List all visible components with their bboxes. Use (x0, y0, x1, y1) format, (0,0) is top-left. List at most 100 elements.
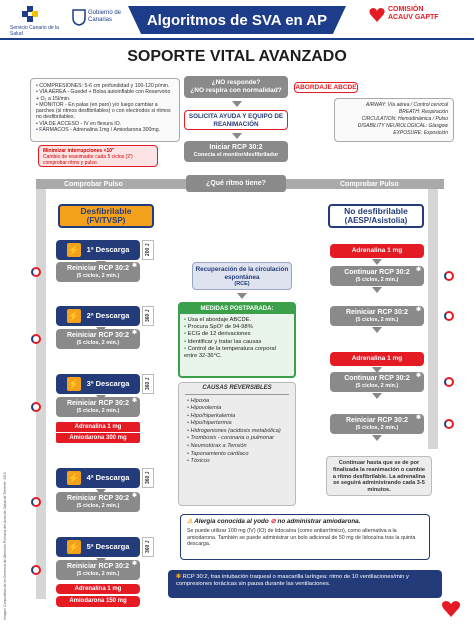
lightning-icon: ⚡ (66, 243, 81, 257)
drug-amiodarone: Amiodarona 150 mg (56, 596, 140, 607)
post-arrest-item: • Identificar y tratar las causas (184, 339, 290, 346)
cause-item-text: Taponamiento cardiaco (190, 450, 249, 457)
post-arrest-list: • Usa el abordaje ABCDE.• Procura SpO² d… (180, 314, 294, 363)
bullet-icon: • (184, 324, 188, 331)
abcde-item: EXPOSURE: Exposición (393, 130, 448, 136)
cycle-icon (444, 271, 454, 281)
post-arrest-item-text: Procura SpO² de 94-98% (187, 324, 253, 331)
left-info-item: MONITOR - En palas (en paro) y/o luego c… (36, 102, 174, 121)
ns-rcp-title: Reiniciar RCP 30:2 (345, 309, 409, 316)
shock-label: 3ª Descarga (86, 379, 130, 389)
bullet-icon: • (187, 405, 191, 412)
causes-box: CAUSAS REVERSIBLES • Hipoxia• Hipovolemi… (178, 382, 296, 506)
cycle-icon (31, 565, 41, 575)
allergy-text: Se puede utilizar 100 mg (IV) (IO) de li… (187, 528, 416, 547)
rcp-sub: (5 ciclos, 2 min.) (76, 340, 120, 346)
shock-label: 2ª Descarga (86, 311, 130, 321)
cycle-icon (31, 267, 41, 277)
page-title: Algoritmos de SVA en AP (128, 6, 346, 34)
allergy-box: ⚠ Alergia conocida al yodo ⊘ no administ… (180, 514, 430, 560)
abcde-box: ABORDAJE ABCDE (294, 82, 358, 93)
star-icon: ✱ (415, 415, 421, 421)
check-pulse-left: Comprobar Pulso (64, 181, 123, 188)
rcp-title: Reiniciar RCP 30:2 (66, 563, 130, 570)
check-pulse-right: Comprobar Pulso (340, 181, 399, 188)
ns-rcp-sub: (5 ciclos, 2 min.) (355, 425, 399, 431)
cause-item-text: Neumotórax a Tensión (190, 443, 247, 450)
ns-rcp-box: Continuar RCP 30:2(5 ciclos, 2 min.)✱ (330, 372, 424, 392)
cause-item: • Hipo/hiperkalemia (187, 413, 287, 421)
ns-rcp-sub: (5 ciclos, 2 min.) (355, 277, 399, 283)
shock-button: ⚡4ª Descarga (56, 468, 140, 488)
cycle-icon (31, 334, 41, 344)
footnote-box: ✱ RCP 30:2, tras intubación traqueal o m… (168, 570, 442, 598)
energy-tag: 360 J (142, 374, 154, 394)
ns-rcp-box: Reiniciar RCP 30:2(5 ciclos, 2 min.)✱ (330, 306, 424, 326)
cycle-icon (31, 497, 41, 507)
energy-tag: 360 J (142, 537, 154, 557)
cause-item-text: Hipovolemia (190, 405, 222, 412)
arrow-down-icon (372, 327, 382, 333)
star-icon: ✱ (131, 330, 137, 336)
shock-button: ⚡5ª Descarga (56, 537, 140, 557)
shock-button: ⚡ 1ª Descarga (56, 240, 140, 260)
shock-label: 1ª Descarga (86, 245, 130, 255)
ns-rcp-sub: (5 ciclos, 2 min.) (355, 317, 399, 323)
rcp-box: Reiniciar RCP 30:2(5 ciclos, 2 min.) ✱ (56, 329, 140, 349)
bullet-icon: • (187, 458, 191, 465)
shock-label: 4ª Descarga (86, 473, 130, 483)
crest-icon (72, 8, 86, 26)
cause-item-text: Hipoxia (190, 397, 210, 404)
non-shockable-box: No desfibrilable (AESP/Asistolia) (328, 204, 424, 228)
rcp-box: Reiniciar RCP 30:2(5 ciclos, 2 min.)✱ (56, 262, 140, 282)
warning-box: Minimizar interrupciones <10'' Cambio de… (38, 145, 158, 167)
post-arrest-item: • Usa el abordaje ABCDE. (184, 317, 290, 324)
allergy-title-row: ⚠ Alergia conocida al yodo ⊘ no administ… (187, 518, 423, 526)
cycle-icon (444, 419, 454, 429)
drug-adrenaline: Adrenalina 1 mg (56, 422, 140, 432)
start-rcp-sub: Conecta el monitor/desfibrilador (193, 152, 279, 158)
post-arrest-item-text: ECG de 12 derivaciones (187, 331, 251, 338)
allergy-title-2: no administrar amiodarona. (277, 518, 361, 525)
footnote-text-body: RCP 30:2, tras intubación traqueal o mas… (176, 574, 409, 588)
scs-caption: Servicio Canario de la Salud (10, 25, 59, 37)
post-arrest-item: • Procura SpO² de 94-98% (184, 324, 290, 331)
shock-label: 5ª Descarga (86, 542, 130, 552)
cycle-icon (444, 311, 454, 321)
ns-adrenaline: Adrenalina 1 mg (330, 352, 424, 366)
arrow-down-icon (232, 133, 242, 139)
subtitle: SOPORTE VITAL AVANZADO (127, 48, 347, 65)
cause-item-text: Trombosis - coronaria o pulmonar (190, 435, 275, 442)
rosc-box: Recuperación de la circulación espontáne… (192, 262, 292, 290)
rcp-title: Reiniciar RCP 30:2 (66, 332, 130, 339)
cause-item: • Hipovolemia (187, 405, 287, 413)
non-shockable-title: No desfibrilable (344, 206, 408, 216)
left-loop-bar (36, 189, 46, 599)
rcp-sub: (5 ciclos, 2 min.) (76, 571, 120, 577)
right-loop-bar (428, 189, 438, 449)
bullet-icon: • (187, 397, 191, 404)
star-icon: ✱ (415, 267, 421, 273)
cause-item: • Taponamiento cardiaco (187, 451, 287, 459)
rosc-title: Recuperación de la circulación espontáne… (195, 266, 289, 281)
rcp-title: Reiniciar RCP 30:2 (66, 400, 130, 407)
left-info-box: COMPRESIONES: 5-6 cm profundidad y 100-1… (30, 78, 180, 142)
ns-adrenaline: Adrenalina 1 mg (330, 244, 424, 258)
rcp-sub: (5 ciclos, 2 min.) (76, 273, 120, 279)
rcp-title: Reiniciar RCP 30:2 (66, 495, 130, 502)
left-info-list: COMPRESIONES: 5-6 cm profundidad y 100-1… (36, 83, 174, 133)
arrow-down-icon (372, 435, 382, 441)
abcde-item: CIRCULATION: Hemodinámica / Pulso (361, 116, 448, 122)
no-icon: ⊘ (270, 518, 276, 525)
left-info-item: VÍA DE ACCESO - IV en flexura IO. (36, 121, 174, 127)
rcp-sub: (5 ciclos, 2 min.) (76, 503, 120, 509)
shock-button: ⚡3ª Descarga (56, 374, 140, 394)
left-info-item: COMPRESIONES: 5-6 cm profundidad y 100-1… (36, 83, 174, 89)
arrow-down-icon (372, 287, 382, 293)
bullet-icon: • (184, 331, 188, 338)
bullet-icon: • (187, 435, 191, 442)
footnote-text: ✱ RCP 30:2, tras intubación traqueal o m… (176, 574, 409, 588)
cycle-icon (31, 402, 41, 412)
